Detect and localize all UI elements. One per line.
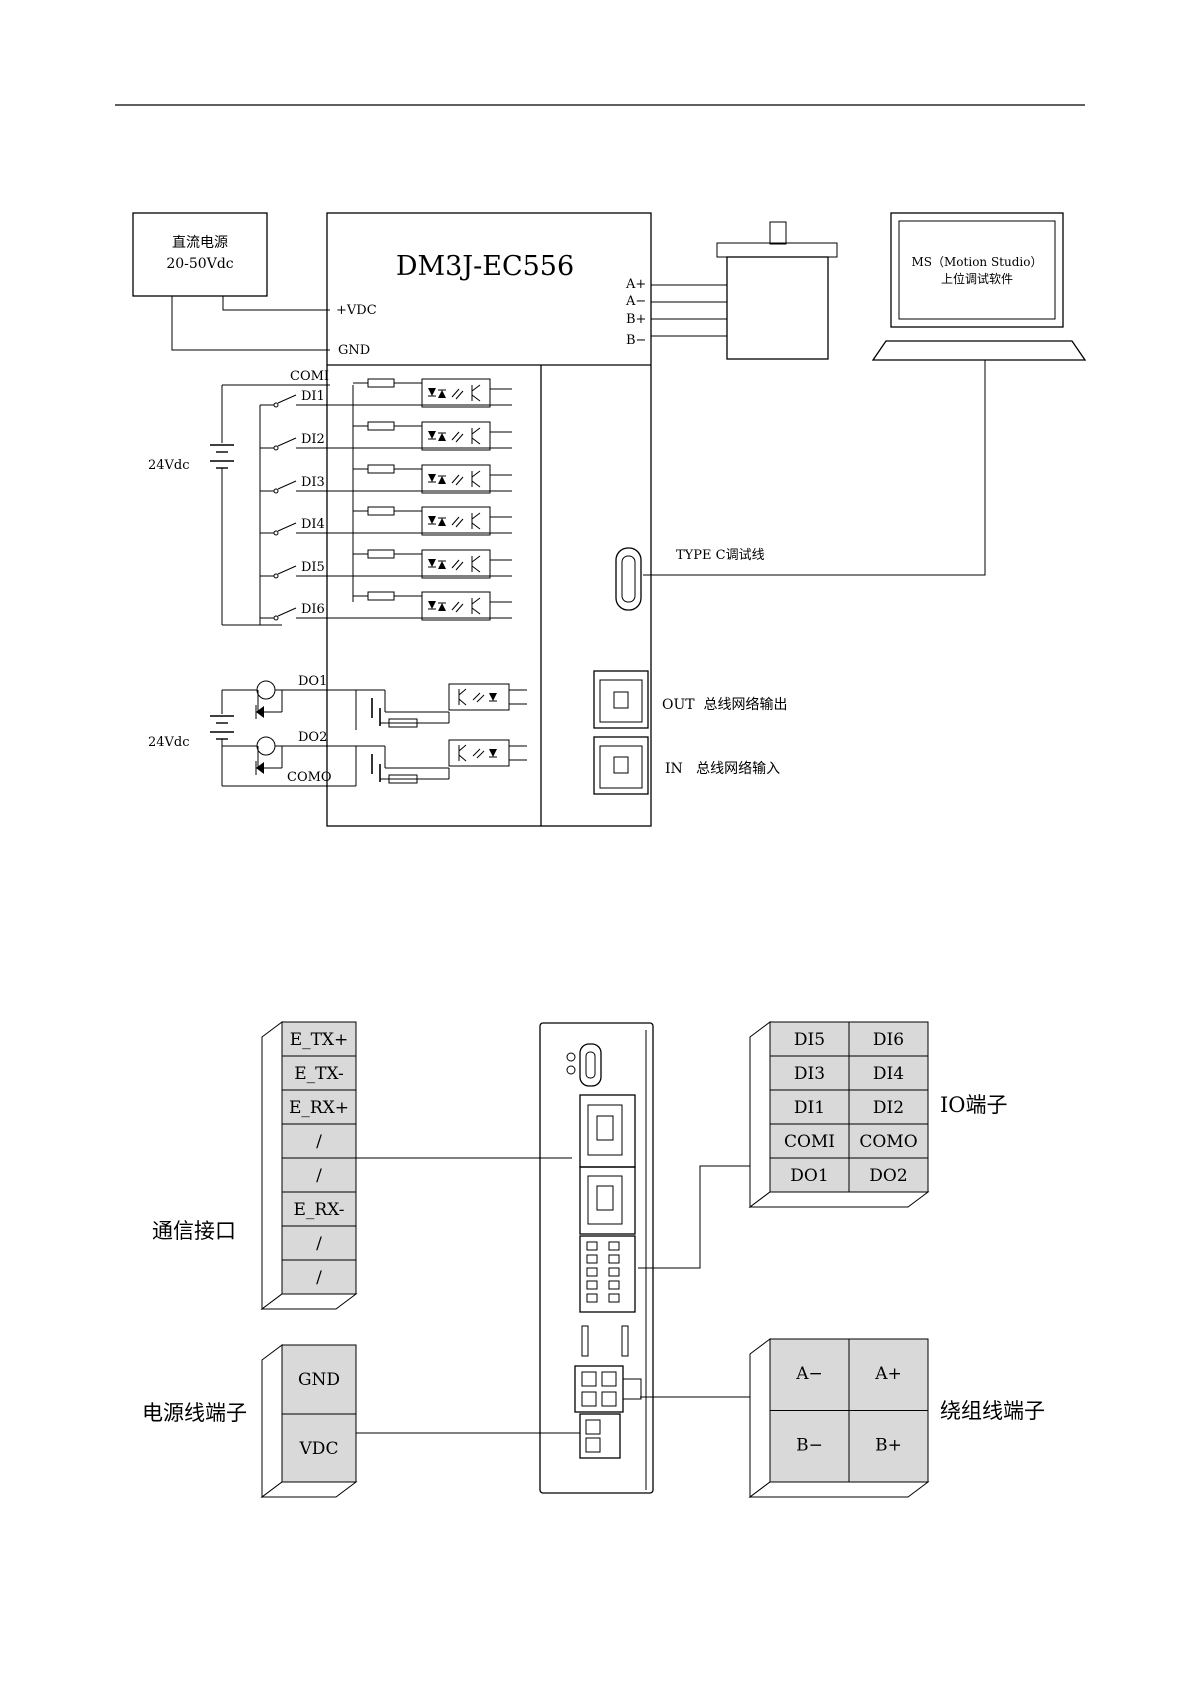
digital-input-row: DI2 (260, 422, 512, 450)
io-pin-label: DI6 (873, 1030, 904, 1050)
rj45-socket-icon (580, 1167, 635, 1234)
input-common-label: COMI (290, 369, 329, 384)
comm-terminal: E_TX+ E_TX- E_RX+ / / E_RX- / / 通信接口 (152, 1022, 572, 1309)
io-terminal-title: IO端子 (940, 1093, 1008, 1117)
port-in-label: IN 总线网络输入 (665, 761, 780, 777)
optocoupler-icon (422, 422, 490, 450)
winding-terminal: A− A+ B− B+ 绕组线端子 (640, 1339, 1045, 1497)
optocoupler-icon (422, 592, 490, 620)
io-pin-label: DI2 (873, 1098, 904, 1118)
rj45-socket-icon (580, 1095, 635, 1167)
motor-pin-a-plus: A+ (625, 277, 646, 292)
digital-input-row: DI3 (260, 465, 512, 493)
motor-pin-a-minus: A− (625, 294, 646, 309)
driver-model: DM3J-EC556 (396, 251, 574, 282)
dc-power-supply: 直流电源 20-50Vdc (133, 213, 330, 350)
rj45-in-port: IN 总线网络输入 (594, 737, 780, 794)
port-out-label: OUT 总线网络输出 (662, 697, 788, 713)
comm-terminal-title: 通信接口 (152, 1219, 236, 1243)
power-supply-title: 直流电源 (172, 234, 228, 251)
load-lamp-icon (257, 737, 275, 755)
io-connector-icon (580, 1236, 635, 1312)
usb-debug-label: TYPE C调试线 (676, 548, 765, 563)
comm-pin-label: E_TX- (294, 1064, 344, 1084)
digital-input-label: DI6 (301, 602, 325, 617)
optocoupler-icon (449, 740, 509, 766)
comm-pin-label: / (316, 1132, 322, 1152)
input-supply-label: 24Vdc (148, 458, 190, 473)
winding-pin-label: B+ (875, 1436, 902, 1456)
io-pin-label: COMO (859, 1132, 917, 1152)
comm-pin-label: / (316, 1234, 322, 1254)
load-lamp-icon (257, 681, 275, 699)
rj45-out-port: OUT 总线网络输出 (594, 671, 788, 728)
motor-pin-b-plus: B+ (626, 312, 646, 327)
io-pin-label: DI5 (794, 1030, 825, 1050)
wiring-diagram: 直流电源 20-50Vdc DM3J-EC556 +VDC GND A+ A− … (133, 213, 1085, 826)
gnd-pin-label: GND (338, 343, 370, 358)
power-pin-gnd: GND (298, 1370, 340, 1390)
winding-pin-label: A+ (874, 1364, 902, 1384)
status-led-icon (567, 1053, 575, 1074)
digital-input-label: DI4 (301, 517, 325, 532)
digital-output-circuit: 24Vdc COMO DO1DO2 (148, 674, 527, 786)
output-supply-label: 24Vdc (148, 735, 190, 750)
optocoupler-icon (422, 379, 490, 407)
usb-type-c-port: TYPE C调试线 (616, 548, 765, 610)
power-supply-range: 20-50Vdc (166, 256, 233, 272)
pc-software-line2: 上位调试软件 (941, 271, 1013, 286)
digital-output-label: DO1 (298, 674, 327, 689)
optocoupler-icon (422, 507, 490, 535)
comm-pin-label: E_TX+ (290, 1030, 349, 1050)
digital-output-label: DO2 (298, 730, 327, 745)
io-pin-label: DI4 (873, 1064, 904, 1084)
driver-front-view (540, 1023, 653, 1493)
comm-pin-label: / (316, 1166, 322, 1186)
comm-pin-label: E_RX+ (289, 1098, 349, 1118)
motor-pin-b-minus: B− (626, 333, 646, 348)
winding-pin-label: B− (796, 1436, 823, 1456)
usb-c-socket-icon (580, 1044, 601, 1086)
io-pin-label: DO2 (869, 1166, 907, 1186)
winding-pin-label: A− (795, 1364, 823, 1384)
io-pin-label: DO1 (790, 1166, 828, 1186)
vdc-pin-label: +VDC (336, 303, 377, 318)
digital-input-label: DI5 (301, 560, 325, 575)
winding-terminal-title: 绕组线端子 (940, 1399, 1045, 1423)
power-pin-vdc: VDC (299, 1439, 339, 1459)
stepper-motor-icon (651, 222, 837, 359)
io-pin-label: DI1 (794, 1098, 825, 1118)
power-connector-icon (580, 1414, 620, 1458)
digital-output-row: DO1 (256, 674, 527, 730)
comm-pin-label: E_RX- (294, 1200, 345, 1220)
digital-input-row: DI4 (260, 507, 512, 535)
power-terminal-title: 电源线端子 (142, 1401, 247, 1425)
laptop-icon: MS（Motion Studio） 上位调试软件 (643, 213, 1085, 575)
winding-connector-icon (575, 1366, 641, 1412)
optocoupler-icon (422, 550, 490, 578)
digital-input-row: DI5 (260, 550, 512, 578)
optocoupler-icon (422, 465, 490, 493)
digital-input-label: DI2 (301, 432, 325, 447)
digital-input-row: DI6 (260, 592, 512, 620)
comm-pin-label: / (316, 1268, 322, 1288)
output-common-label: COMO (287, 770, 332, 785)
driver-box: DM3J-EC556 +VDC GND A+ A− B+ B− (327, 213, 651, 826)
terminal-diagram: E_TX+ E_TX- E_RX+ / / E_RX- / / 通信接口 GND VDC 电源… (142, 1022, 1045, 1497)
optocoupler-icon (449, 684, 509, 710)
digital-input-label: DI3 (301, 475, 325, 490)
io-pin-label: DI3 (794, 1064, 825, 1084)
pc-software-line1: MS（Motion Studio） (912, 255, 1043, 269)
io-pin-label: COMI (784, 1132, 835, 1152)
digital-input-label: DI1 (301, 389, 325, 404)
power-terminal: GND VDC 电源线端子 (142, 1345, 580, 1497)
